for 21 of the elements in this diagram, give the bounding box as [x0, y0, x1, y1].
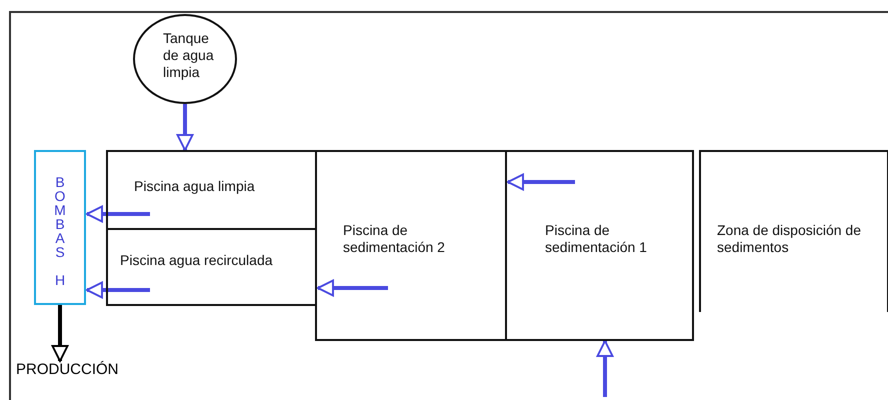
node-label: Zona de disposición de sedimentos — [717, 222, 862, 256]
output-label: PRODUCCIÓN — [16, 361, 140, 383]
zone-box — [699, 150, 888, 312]
arrow — [176, 104, 194, 151]
node-label: Piscina agua recirculada — [120, 252, 273, 269]
pool-box — [106, 228, 317, 306]
node-label: Piscina de sedimentación 1 — [545, 222, 648, 256]
pool-box — [106, 150, 317, 230]
arrow — [596, 340, 614, 397]
node-label: Piscina de sedimentación 2 — [343, 222, 446, 256]
pool-box — [315, 150, 507, 341]
node-label: Tanque de agua limpia — [163, 30, 215, 81]
node-label: Piscina agua limpia — [134, 178, 255, 195]
pump-box — [34, 150, 86, 305]
arrow — [317, 280, 388, 296]
arrow — [52, 305, 68, 362]
pool-box — [505, 150, 694, 341]
arrow — [86, 206, 150, 222]
arrow — [507, 174, 575, 190]
arrow — [86, 282, 150, 298]
node-label: BOMBAS H — [51, 174, 69, 286]
